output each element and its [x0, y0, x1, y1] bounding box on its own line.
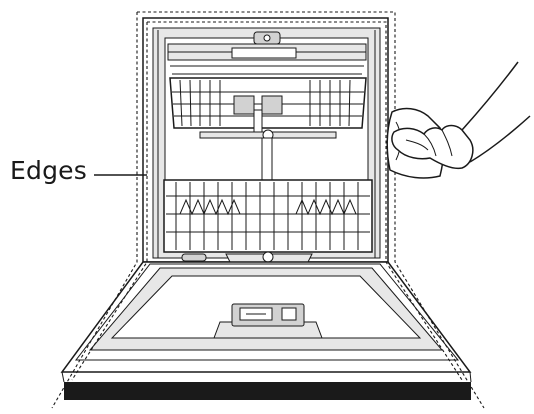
lower-rack [164, 180, 372, 262]
hand-with-cloth [387, 62, 530, 178]
edges-label: Edges [10, 158, 87, 183]
dishwasher-door [62, 262, 471, 400]
door-base [64, 382, 471, 400]
center-column [262, 138, 272, 180]
